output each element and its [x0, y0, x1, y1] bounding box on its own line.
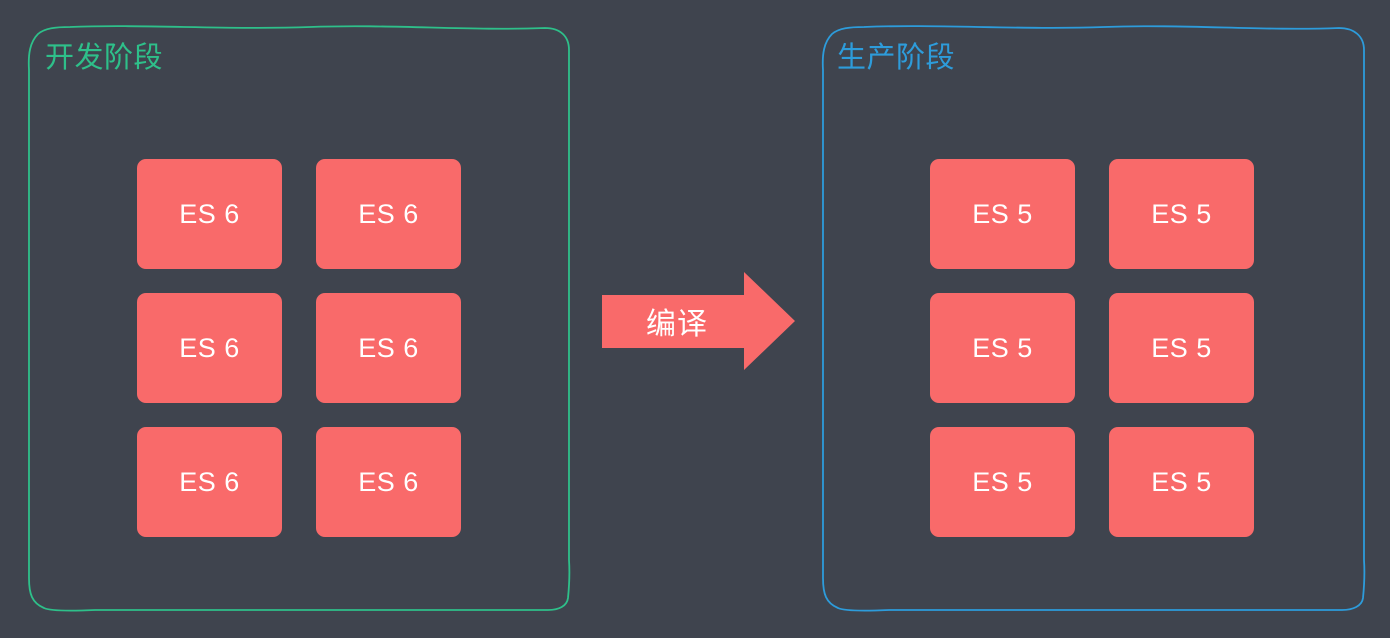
module-box[interactable]: ES 5 — [930, 293, 1075, 403]
development-module-grid: ES 6 ES 6 ES 6 ES 6 ES 6 ES 6 — [137, 159, 461, 537]
module-box[interactable]: ES 6 — [316, 427, 461, 537]
module-box[interactable]: ES 6 — [137, 427, 282, 537]
module-box[interactable]: ES 5 — [930, 427, 1075, 537]
module-box[interactable]: ES 5 — [1109, 427, 1254, 537]
module-box[interactable]: ES 6 — [137, 293, 282, 403]
module-box[interactable]: ES 6 — [316, 293, 461, 403]
module-box[interactable]: ES 6 — [137, 159, 282, 269]
module-box[interactable]: ES 5 — [1109, 293, 1254, 403]
compile-arrow-icon — [602, 272, 795, 370]
development-group-label: 开发阶段 — [45, 42, 164, 74]
arrow-right-shape — [602, 272, 795, 370]
production-module-grid: ES 5 ES 5 ES 5 ES 5 ES 5 ES 5 — [930, 159, 1254, 537]
module-box[interactable]: ES 5 — [1109, 159, 1254, 269]
module-box[interactable]: ES 5 — [930, 159, 1075, 269]
module-box[interactable]: ES 6 — [316, 159, 461, 269]
production-group-label: 生产阶段 — [837, 42, 956, 74]
